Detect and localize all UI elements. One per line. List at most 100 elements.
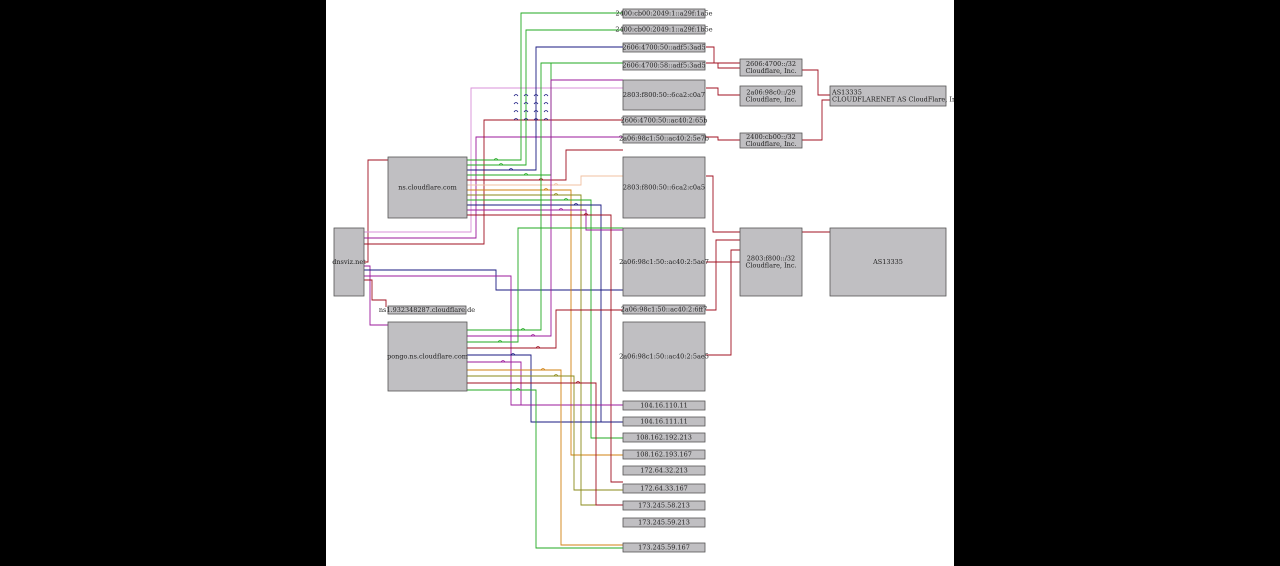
ipv4-address-node-3-label: 108.162.192.213 xyxy=(636,434,692,442)
ipv4-address-node-1-label: 104.16.110.11 xyxy=(640,402,688,410)
prefix-node-3-label: Cloudflare, Inc. xyxy=(745,140,796,148)
root-node-label: dnsviz.net xyxy=(332,258,366,266)
edge-ns1-9 xyxy=(467,204,623,423)
prefix-node-2-label: Cloudflare, Inc. xyxy=(745,96,796,104)
ipv4-address-node-7[interactable]: 173.245.58.213 xyxy=(622,500,706,511)
edge-v6-prefix-g xyxy=(706,239,740,311)
edge-crossing-hop xyxy=(510,353,516,356)
edge-crossing-hop xyxy=(535,346,541,349)
ipv6-address-node-2-label: 2400:cb00:2049:1::a29f:1b5e xyxy=(615,26,712,34)
edge-crossing-hop xyxy=(508,168,514,171)
edge-crossing-hop xyxy=(543,110,549,113)
ipv6-address-node-4[interactable]: 2606:4700:58::adf5:3ad5 xyxy=(622,60,706,71)
edge-crossing-hop xyxy=(523,173,529,176)
edge-crossing-hop xyxy=(513,102,519,105)
root-node-box xyxy=(333,227,365,297)
ipv4-address-node-7-box xyxy=(622,500,706,511)
ipv4-address-node-5-box xyxy=(622,465,706,476)
edge-crossing-hop xyxy=(553,183,559,186)
edge-ns1-2 xyxy=(467,46,623,171)
ipv6-address-node-1[interactable]: 2400:cb00:2049:1::a29f:1a5e xyxy=(616,8,713,19)
edge-ns2-1 xyxy=(467,79,623,337)
edge-v6-prefix-h xyxy=(706,249,740,356)
ipv6-address-node-9-label: 2803:f800:50::6ca2:c0a5 xyxy=(623,184,705,192)
prefix-node-4-label: Cloudflare, Inc. xyxy=(745,262,796,270)
edge-crossing-hop xyxy=(533,102,539,105)
ipv6-address-node-7-box xyxy=(622,304,706,315)
edge-ns2-2 xyxy=(467,227,623,343)
edge-crossing-hop xyxy=(523,102,529,105)
prefix-node-1-box xyxy=(739,58,803,77)
prefix-node-2-label: 2a06:98c0::/29 xyxy=(746,89,795,97)
edge-ns2-7 xyxy=(467,375,623,491)
edge-crossing-hop xyxy=(523,94,529,97)
ipv6-address-node-7[interactable]: 2a06:98c1:50::ac40:2:6ff7 xyxy=(621,304,708,315)
edge-crossing-hop xyxy=(543,102,549,105)
ipv6-address-node-5[interactable]: 2606:4700:50::ac40:2:65b xyxy=(621,115,708,126)
ipv4-address-node-1[interactable]: 104.16.110.11 xyxy=(622,400,706,411)
ipv4-address-node-8[interactable]: 173.245.59.213 xyxy=(622,517,706,528)
ipv6-address-node-1-box xyxy=(622,8,706,19)
ipv6-address-node-10[interactable]: 2a06:98c1:50::ac40:2:5ae7 xyxy=(619,227,709,297)
nameserver-node-1[interactable]: ns.cloudflare.com xyxy=(387,156,468,219)
asn-node-1-label: CLOUDFLARENET AS CloudFlare, Inc. xyxy=(832,96,954,104)
nameserver-node-2[interactable]: pongo.ns.cloudflare.com xyxy=(387,321,468,392)
ipv4-address-node-2[interactable]: 104.16.111.11 xyxy=(622,416,706,427)
asn-node-2-box xyxy=(829,227,947,297)
edge-root-v6-d xyxy=(364,269,623,291)
edge-ns1-11 xyxy=(467,214,623,483)
ipv6-address-node-3[interactable]: 2606:4700:50::adf5:3ad5 xyxy=(622,42,706,53)
ipv4-address-node-8-box xyxy=(622,517,706,528)
ipv4-address-node-7-label: 173.245.58.213 xyxy=(638,502,690,510)
edge-ns2-4 xyxy=(467,354,623,423)
ipv6-address-node-9[interactable]: 2803:f800:50::6ca2:c0a5 xyxy=(622,156,706,219)
ipv4-address-node-5[interactable]: 172.64.32.213 xyxy=(622,465,706,476)
ipv4-address-node-4[interactable]: 108.162.193.167 xyxy=(622,449,706,460)
ipv4-address-node-6[interactable]: 172.64.33.167 xyxy=(622,483,706,494)
edge-crossing-hop xyxy=(513,94,519,97)
ipv4-address-node-9[interactable]: 173.245.59.167 xyxy=(622,542,706,553)
edge-crossing-hop xyxy=(520,328,526,331)
ipv4-address-node-9-box xyxy=(622,542,706,553)
ipv6-address-node-11-box xyxy=(622,321,706,392)
nameserver-node-2-box xyxy=(387,321,468,392)
asn-node-2-label: AS13335 xyxy=(872,258,903,266)
nsid-node[interactable]: ns1.932348287.cloudflare.de xyxy=(379,305,475,315)
edge-crossing-hop xyxy=(540,368,546,371)
edge-ns2-5 xyxy=(467,361,623,406)
ipv6-address-node-8-label: 2803:f800:50::6ca2:c0a7 xyxy=(623,91,705,99)
ipv6-address-node-8[interactable]: 2803:f800:50::6ca2:c0a7 xyxy=(622,79,706,111)
ipv4-address-node-2-box xyxy=(622,416,706,427)
edge-crossing-hop xyxy=(563,198,569,201)
edge-crossing-hop xyxy=(530,334,536,337)
edge-crossing-hop xyxy=(558,208,564,211)
edge-crossing-hop xyxy=(575,381,581,384)
nameserver-node-1-box xyxy=(387,156,468,219)
ipv4-address-node-5-label: 172.64.32.213 xyxy=(640,467,688,475)
ipv4-address-node-3[interactable]: 108.162.192.213 xyxy=(622,432,706,443)
edge-crossing-hop xyxy=(513,110,519,113)
ipv6-address-node-2[interactable]: 2400:cb00:2049:1::a29f:1b5e xyxy=(615,24,713,35)
ipv6-address-node-11[interactable]: 2a06:98c1:50::ac40:2:5ae5 xyxy=(619,321,709,392)
ipv4-address-node-8-label: 173.245.59.213 xyxy=(638,519,690,527)
ipv4-address-node-3-box xyxy=(622,432,706,443)
asn-node-1-box xyxy=(829,85,947,107)
asn-node-2[interactable]: AS13335 xyxy=(829,227,947,297)
ipv6-address-node-6[interactable]: 2a06:98c1:50::ac40:2:5e7b xyxy=(619,133,709,144)
edge-crossing-hop xyxy=(497,340,503,343)
edge-crossing-hop xyxy=(533,110,539,113)
ipv4-address-node-6-box xyxy=(622,483,706,494)
root-node[interactable]: dnsviz.net xyxy=(332,227,366,297)
edge-crossing-hop xyxy=(543,118,549,121)
edge-ns2-6 xyxy=(467,369,623,546)
edge-ns2-8 xyxy=(467,382,623,506)
edge-layer xyxy=(364,12,830,549)
edge-v6-prefix-a xyxy=(706,46,740,64)
ipv6-address-node-5-box xyxy=(622,115,706,126)
ipv6-address-node-10-label: 2a06:98c1:50::ac40:2:5ae7 xyxy=(619,258,709,266)
